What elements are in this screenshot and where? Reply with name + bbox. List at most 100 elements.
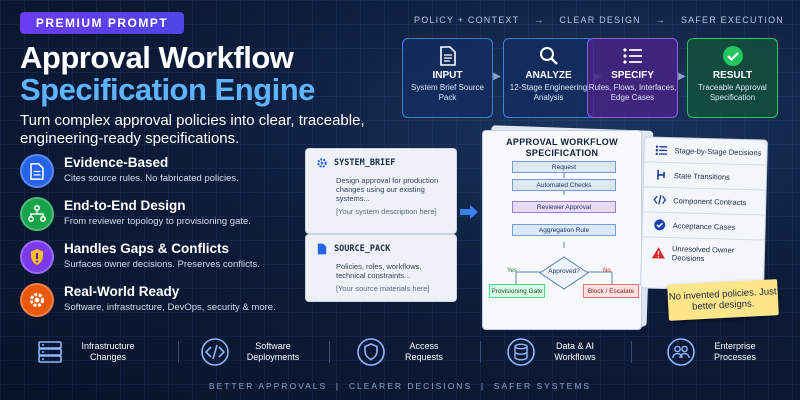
use-case-label: Software Deployments	[246, 341, 300, 362]
document-icon	[316, 243, 328, 255]
code-icon	[653, 193, 667, 206]
use-case-data-ai: Data & AI Workflows	[481, 332, 631, 372]
no-label: No	[603, 268, 611, 274]
subtitle: Turn complex approval policies into clea…	[20, 112, 365, 147]
card-desc: Traceable Approval Specification	[698, 83, 767, 102]
output-item: State Transitions	[643, 162, 767, 191]
gear-icon	[20, 283, 54, 317]
server-icon	[35, 337, 65, 367]
divider	[329, 341, 330, 363]
spec-title: APPROVAL WORKFLOW SPECIFICATION	[506, 137, 618, 158]
check-circle-icon	[722, 45, 744, 67]
system-brief-placeholder: [Your system description here]	[336, 207, 437, 216]
use-case-label: Data & AI Workflows	[554, 341, 596, 362]
feature-title: Handles Gaps & Conflicts	[64, 241, 230, 256]
flow-step-design: CLEAR DESIGN	[559, 15, 641, 25]
feature-desc: From reviewer topology to provisioning g…	[64, 216, 251, 227]
card-title: RESULT	[712, 70, 753, 81]
card-specify: SPECIFY Rules, Flows, Interfaces, Edge C…	[587, 38, 678, 118]
warning-icon	[651, 246, 665, 259]
card-title: INPUT	[432, 70, 463, 81]
gear-icon	[316, 157, 328, 169]
divider	[631, 341, 632, 363]
flow-node-aggregation: Aggregation Rule	[512, 224, 616, 236]
end-block-escalate: Block / Escalate	[583, 284, 639, 298]
decision-label: Approved?	[548, 268, 580, 275]
card-desc: 12-Stage Engineering Analysis	[509, 83, 588, 102]
flow-step-policy: POLICY + CONTEXT	[414, 15, 520, 25]
card-desc: System Brief Source Pack	[411, 83, 484, 102]
flow-step-execution: SAFER EXECUTION	[680, 15, 784, 25]
card-title: SPECIFY	[611, 70, 654, 81]
flow-node-reviewer: Reviewer Approval	[512, 201, 616, 213]
card-input: INPUT System Brief Source Pack	[402, 38, 493, 118]
feature-desc: Cites source rules. No fabricated polici…	[64, 173, 239, 184]
magnifier-icon	[538, 45, 560, 67]
arrow-icon: ▶	[493, 70, 501, 82]
code-icon	[200, 337, 230, 367]
flow-arrow: →	[534, 15, 545, 25]
end-provisioning-gate: Provisioning Gate	[489, 284, 545, 298]
output-item: Component Contracts	[643, 187, 766, 216]
use-case-access: Access Requests	[330, 332, 480, 372]
tagline: BETTER APPROVALS | CLEARER DECISIONS | S…	[208, 381, 592, 391]
sticky-note: No invented policies. Just better design…	[667, 279, 779, 321]
use-case-label: Access Requests	[404, 341, 444, 362]
title-line-1: Approval Workflow	[20, 40, 294, 75]
decision-diamond	[539, 256, 589, 290]
network-icon	[20, 197, 54, 231]
shield-alert-icon	[20, 240, 54, 274]
database-icon	[506, 337, 536, 367]
card-analyze: ANALYZE 12-Stage Engineering Analysis	[503, 38, 594, 118]
output-item: Unresolved Owner Decisions	[642, 237, 765, 270]
divider	[480, 341, 481, 363]
output-item: Stage-by-Stage Decisions	[644, 137, 767, 166]
feature-title: Real-World Ready	[64, 284, 180, 299]
users-icon	[666, 337, 696, 367]
title-line-2: Specification Engine	[20, 72, 315, 107]
use-case-software: Software Deployments	[179, 332, 329, 372]
use-case-infrastructure: Infrastructure Changes	[0, 332, 178, 372]
use-case-bar: Infrastructure Changes Software Deployme…	[0, 332, 800, 372]
card-result: RESULT Traceable Approval Specification	[687, 38, 778, 118]
feature-desc: Surfaces owner decisions. Preserves conf…	[64, 259, 260, 270]
system-brief-doc: SYSTEM_BRIEF Design approval for product…	[305, 148, 457, 234]
card-title: ANALYZE	[525, 70, 572, 81]
output-label: Stage-by-Stage Decisions	[674, 145, 762, 157]
output-label: State Transitions	[673, 170, 730, 182]
feature-desc: Software, infrastructure, DevOps, securi…	[64, 302, 276, 313]
document-icon	[437, 45, 459, 67]
card-desc: Rules, Flows, Interfaces, Edge Cases	[588, 83, 677, 102]
system-brief-label: SYSTEM_BRIEF	[334, 158, 396, 168]
outputs-list: Stage-by-Stage Decisions State Transitio…	[640, 136, 768, 292]
flow-node-request: Request	[512, 161, 616, 173]
list-icon	[622, 45, 644, 67]
branch-icon	[654, 168, 667, 181]
output-item: Acceptance Cases	[642, 212, 765, 241]
premium-badge: PREMIUM PROMPT	[20, 12, 184, 34]
system-brief-text: Design approval for production changes u…	[336, 176, 439, 203]
output-label: Component Contracts	[673, 195, 747, 207]
source-pack-label: SOURCE_PACK	[334, 244, 391, 254]
source-pack-doc: SOURCE_PACK Policies, roles, workflows, …	[305, 234, 457, 302]
output-label: Unresolved Owner Decisions	[671, 244, 735, 264]
output-label: Acceptance Cases	[672, 220, 736, 232]
arrow-icon: ▶	[678, 70, 686, 82]
source-pack-placeholder: [Your source materials here]	[336, 284, 430, 293]
use-case-label: Infrastructure Changes	[81, 341, 135, 362]
yes-label: Yes	[507, 268, 517, 274]
list-icon	[654, 143, 667, 156]
check-circle-icon	[653, 218, 666, 231]
source-pack-text: Policies, roles, workflows, technical co…	[336, 262, 422, 280]
flow-arrow: →	[655, 15, 666, 25]
document-icon	[20, 154, 54, 188]
use-case-enterprise: Enterprise Processes	[632, 332, 800, 372]
use-case-label: Enterprise Processes	[713, 341, 757, 362]
flow-node-checks: Automated Checks	[512, 179, 616, 191]
spec-panel: APPROVAL WORKFLOW SPECIFICATION Request …	[482, 130, 642, 330]
flow-header: POLICY + CONTEXT → CLEAR DESIGN → SAFER …	[414, 15, 784, 25]
